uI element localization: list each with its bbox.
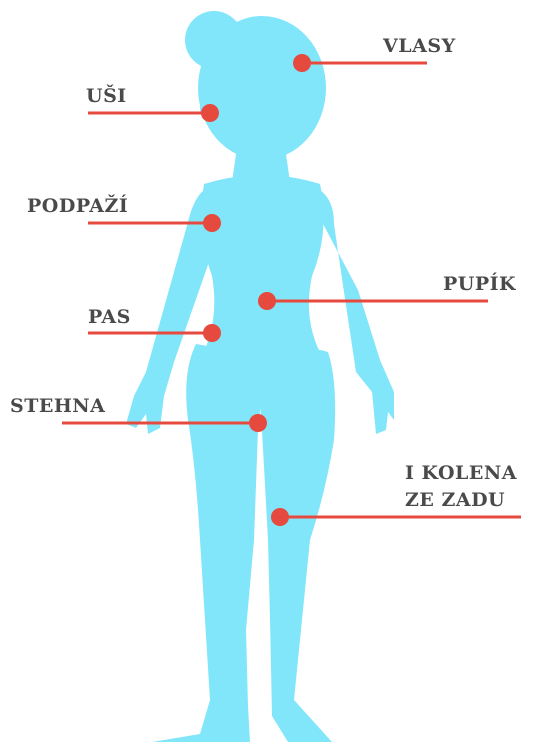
label-kolena-line1: I KOLENA <box>405 460 517 486</box>
label-pupik: PUPÍK <box>443 271 516 297</box>
label-podpazi: PODPAŽÍ <box>27 193 128 219</box>
head <box>198 16 326 160</box>
marker-vlasy <box>293 54 311 72</box>
label-usi: UŠI <box>86 83 127 109</box>
marker-stehna <box>249 414 267 432</box>
left-leg <box>152 344 266 742</box>
marker-podpazi <box>203 214 221 232</box>
label-stehna: STEHNA <box>10 393 105 419</box>
label-pas: PAS <box>88 304 131 330</box>
woman-silhouette <box>126 11 394 742</box>
marker-pas <box>203 324 221 342</box>
marker-kolena <box>271 508 289 526</box>
right-leg <box>258 349 335 742</box>
label-vlasy: VLASY <box>383 33 456 59</box>
marker-usi <box>201 104 219 122</box>
label-kolena-line2: ZE ZADU <box>405 487 505 513</box>
marker-pupik <box>258 292 276 310</box>
